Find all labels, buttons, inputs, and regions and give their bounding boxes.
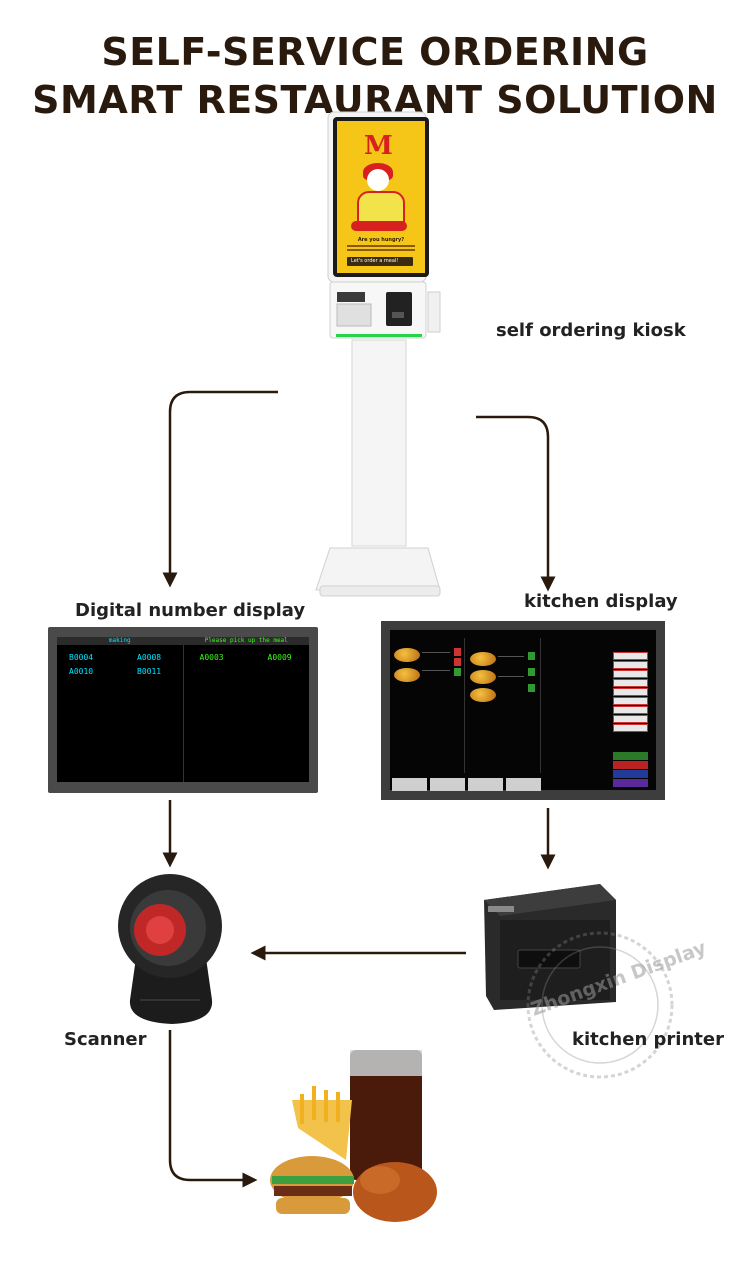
food-thumbnail: [470, 688, 496, 702]
making-column: making B0004 A0008 A0010 B0011: [57, 637, 184, 782]
kitchen-order-tab[interactable]: [430, 778, 465, 791]
order-number: A0009: [267, 653, 292, 662]
mascot-face: [367, 169, 389, 191]
kitchen-order-tab[interactable]: [506, 778, 541, 791]
status-tag: [528, 652, 535, 660]
kitchen-menu-button[interactable]: [613, 715, 648, 723]
order-line: [422, 670, 450, 671]
diagram-title-line1: SELF-SERVICE ORDERING: [101, 30, 649, 74]
kitchen-menu-button[interactable]: [613, 706, 648, 714]
kitchen-display-monitor: [381, 621, 665, 800]
number-display-monitor: making B0004 A0008 A0010 B0011 Please pi…: [48, 627, 318, 793]
kitchen-menu-button[interactable]: [613, 688, 648, 696]
kitchen-order-column: [392, 638, 465, 773]
order-line: [498, 676, 524, 677]
brand-logo-icon: M: [364, 131, 393, 161]
food-thumbnail: [394, 668, 420, 682]
number-display-screen: making B0004 A0008 A0010 B0011 Please pi…: [57, 637, 309, 782]
kitchen-order-tab[interactable]: [392, 778, 427, 791]
order-line: [498, 656, 524, 657]
kiosk-order-button-label: Let's order a meal!: [351, 258, 399, 264]
label-kiosk: self ordering kiosk: [496, 320, 686, 341]
arrow-kiosk-to-kitchen-display: [476, 415, 556, 592]
food-thumbnail: [394, 648, 420, 662]
order-number: B0011: [137, 667, 162, 676]
arrow-kiosk-to-number-display: [162, 390, 278, 588]
order-number: A0008: [137, 653, 162, 662]
label-printer: kitchen printer: [572, 1029, 724, 1050]
order-line: [422, 652, 450, 653]
kiosk-screen: M Are you hungry? Let's order a meal!: [333, 117, 429, 277]
scanner-illustration: [118, 874, 222, 1024]
printer-illustration: [484, 884, 616, 1010]
status-tag: [454, 648, 461, 656]
watermark-stamp: [526, 931, 674, 1079]
kiosk-prompt: Are you hungry?: [357, 237, 405, 243]
food-thumbnail: [470, 670, 496, 684]
order-number: A0010: [69, 667, 94, 676]
status-tag: [528, 668, 535, 676]
pickup-header: Please pick up the meal: [204, 637, 288, 644]
food-thumbnail: [470, 652, 496, 666]
order-number: A0003: [199, 653, 224, 662]
kitchen-order-tab[interactable]: [468, 778, 503, 791]
food-illustration: [270, 1050, 437, 1222]
order-number: B0004: [69, 653, 94, 662]
pickup-column: Please pick up the meal A0003 A0009: [184, 637, 310, 782]
status-tag: [528, 684, 535, 692]
label-kitchen-display: kitchen display: [524, 591, 678, 612]
kiosk-subtext-line: [347, 249, 415, 251]
label-number-display: Digital number display: [75, 600, 306, 621]
label-scanner: Scanner: [64, 1029, 147, 1050]
kitchen-menu-button[interactable]: [613, 661, 648, 669]
kiosk-subtext-line: [347, 245, 415, 247]
kitchen-menu-button[interactable]: [613, 670, 648, 678]
kitchen-action-button[interactable]: [613, 770, 648, 778]
making-header: making: [108, 637, 131, 644]
kitchen-display-screen: [390, 630, 656, 791]
kiosk-order-button[interactable]: Let's order a meal!: [347, 257, 413, 266]
kitchen-action-button[interactable]: [613, 761, 648, 769]
kitchen-menu-button[interactable]: [613, 724, 648, 732]
arrow-scanner-to-food: [168, 1030, 258, 1188]
kitchen-menu-button[interactable]: [613, 697, 648, 705]
kitchen-action-button[interactable]: [613, 779, 648, 787]
kitchen-menu-button[interactable]: [613, 679, 648, 687]
kitchen-menu-button[interactable]: [613, 652, 648, 660]
status-tag: [454, 658, 461, 666]
kitchen-action-button[interactable]: [613, 752, 648, 760]
kitchen-order-column: [468, 638, 541, 773]
mascot-legs: [351, 221, 407, 231]
status-tag: [454, 668, 461, 676]
